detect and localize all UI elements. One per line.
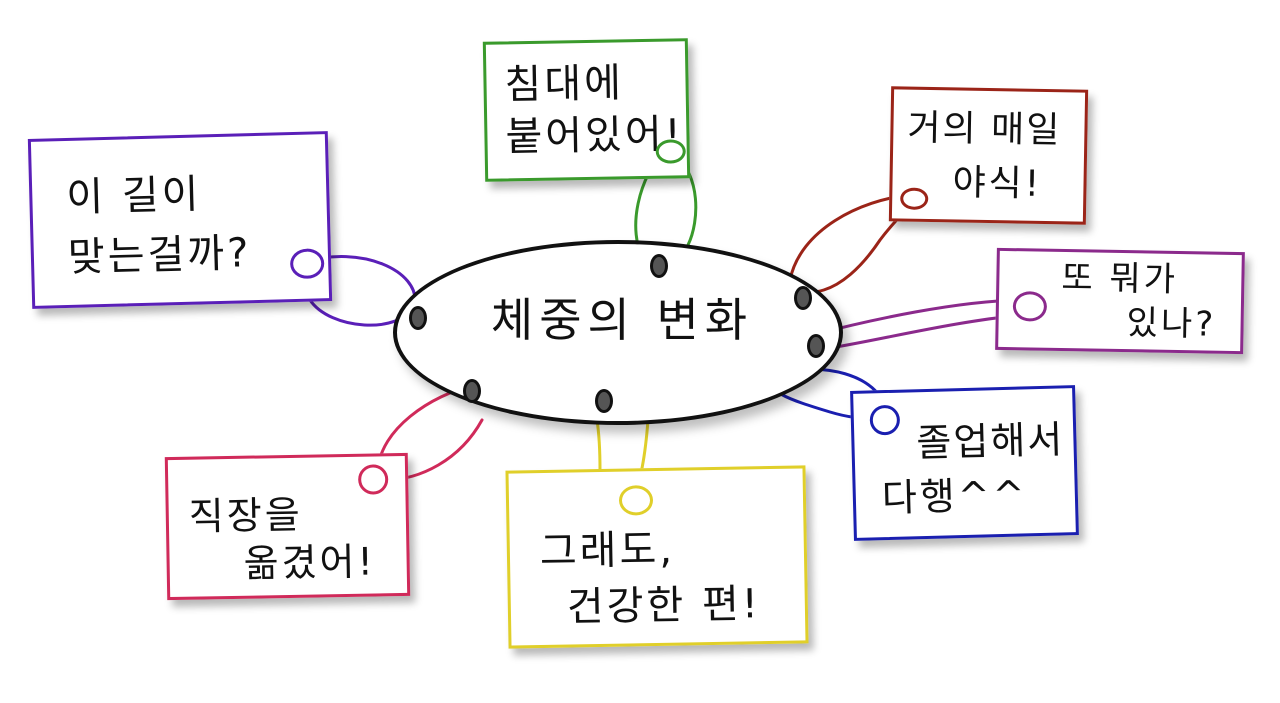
note-right-bottom-eyelet (869, 404, 901, 436)
note-right-bottom-line2: 다행^^ (881, 472, 1029, 521)
hole-right-top (794, 286, 812, 310)
note-right-top[interactable]: 거의 매일 야식! (888, 86, 1089, 225)
connector-right-mid (810, 298, 1027, 350)
note-left-line1: 이 길이 (65, 171, 203, 221)
note-right-top-line2: 야식! (952, 162, 1043, 205)
note-top[interactable]: 침대에 붙어있어! (482, 38, 691, 182)
note-bottom-mid[interactable]: 그래도, 건강한 편! (505, 465, 809, 649)
note-bottom-left-line2: 옮겼어! (243, 539, 377, 586)
hole-top (650, 254, 668, 278)
note-left-eyelet (289, 248, 325, 280)
note-right-top-line1: 거의 매일 (907, 107, 1062, 152)
note-right-mid-eyelet (1012, 291, 1048, 322)
hole-right (807, 334, 825, 358)
hole-bottom-left (463, 379, 481, 403)
note-bottom-mid-line1: 그래도, (539, 526, 676, 576)
note-bottom-mid-eyelet (618, 485, 654, 516)
note-right-mid[interactable]: 또 뭐가 있나? (995, 247, 1245, 355)
note-right-mid-line1: 또 뭐가 (1061, 257, 1179, 301)
hole-left (409, 306, 427, 330)
note-right-bottom-line1: 졸업해서 (915, 417, 1065, 466)
central-topic[interactable]: 체중의 변화 (393, 240, 843, 425)
note-right-top-eyelet (900, 187, 929, 210)
note-left[interactable]: 이 길이 맞는걸까? (27, 131, 333, 309)
note-left-line2: 맞는걸까? (67, 230, 252, 281)
note-bottom-left[interactable]: 직장을 옮겼어! (164, 452, 411, 601)
hole-bottom (595, 389, 613, 413)
central-topic-title: 체중의 변화 (490, 293, 754, 347)
note-right-mid-line2: 있나? (1126, 303, 1217, 345)
note-right-bottom[interactable]: 졸업해서 다행^^ (850, 385, 1079, 541)
note-bottom-mid-line2: 건강한 편! (566, 581, 762, 631)
note-top-line1: 침대에 (504, 60, 625, 109)
note-bottom-left-eyelet (357, 464, 389, 495)
